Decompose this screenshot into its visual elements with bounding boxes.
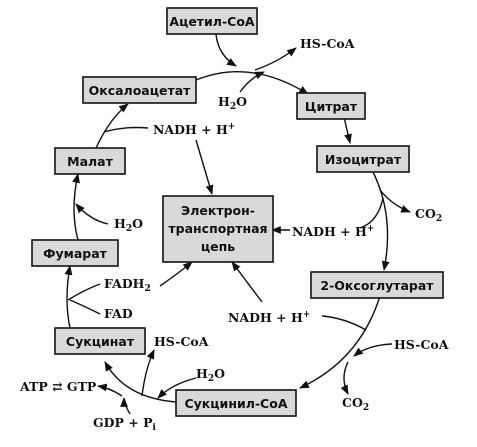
co2-right-label: CO2 — [415, 206, 442, 224]
box-malate: Малат — [54, 147, 126, 175]
arrow-h2o-bottom-in — [157, 377, 197, 399]
h2o-left-label: H2O — [114, 216, 143, 234]
arrow-succinate-to-fumarate — [64, 265, 73, 329]
arrow-nadh-top-to-etc — [195, 139, 214, 195]
etc-label-line2: транспортная — [168, 221, 267, 236]
citrate-label: Цитрат — [305, 99, 358, 114]
box-succinyl-coa: Сукцинил-CoA — [175, 389, 297, 417]
oxaloacetate-label: Оксалоацетат — [89, 83, 192, 98]
etc-label-line3: цепь — [201, 239, 235, 254]
arrow-fadh2-branch — [67, 283, 101, 301]
arrow-h2o-left-in — [75, 203, 109, 225]
h2o-top-label: H2O — [218, 94, 247, 112]
arrow-acetylcoa-to-cycle — [215, 33, 237, 67]
succinyl-coa-label: Сукцинил-CoA — [184, 396, 287, 411]
arrow-hs-coa-mid-release — [141, 349, 155, 397]
arrow-fumarate-to-malate — [72, 173, 80, 241]
arrow-h2o-top-in — [239, 71, 265, 93]
atp-gtp-label: ATP ⇄ GTP — [19, 379, 97, 394]
arrow-co2-bottom-release — [340, 361, 349, 395]
box-oxoglutarate: 2-Оксоглутарат — [310, 271, 444, 299]
arrow-malate-to-oxaloacetate — [95, 103, 129, 149]
co2-bottom-label: CO2 — [342, 395, 369, 413]
arrow-hs-coa-release — [254, 47, 297, 71]
arrow-citrate-to-isocitrate — [343, 116, 352, 144]
etc-label-line1: Электрон- — [181, 203, 255, 218]
arrow-isocitrate-to-oxoglutarate — [371, 169, 390, 271]
box-electron-transport-chain: Электрон- транспортная цепь — [162, 195, 274, 263]
box-fumarate: Фумарат — [31, 239, 119, 267]
box-oxaloacetate: Оксалоацетат — [82, 76, 197, 104]
oxoglutarate-label: 2-Оксоглутарат — [320, 278, 434, 293]
fad-label: FAD — [104, 306, 133, 321]
box-acetyl-coa: Ацетил-CoA — [166, 7, 258, 35]
cycle-arrows — [64, 33, 411, 415]
malate-label: Малат — [67, 154, 113, 169]
box-succinate: Сукцинат — [54, 327, 146, 355]
arrow-oxoglutarate-to-succinylcoa — [299, 295, 381, 389]
nadh-low-label: NADH + H+ — [228, 310, 310, 325]
arrow-fadh2-to-etc — [159, 261, 193, 287]
arrow-hs-coa-right-in — [353, 343, 393, 357]
hs-coa-top-label: HS-CoA — [300, 36, 355, 51]
arrow-gdp-pi-in — [120, 397, 131, 415]
hs-coa-mid-label: HS-CoA — [154, 334, 209, 349]
box-isocitrate: Изоцитрат — [316, 145, 410, 173]
arrow-fad-in — [69, 299, 101, 315]
fumarate-label: Фумарат — [43, 246, 108, 261]
box-citrate: Цитрат — [296, 92, 366, 120]
h2o-bottom-label: H2O — [196, 366, 225, 384]
acetyl-coa-label: Ацетил-CoA — [169, 14, 255, 29]
arrow-to-atp-gtp — [97, 383, 123, 397]
gdp-pi-label: GDP + Pi — [93, 415, 157, 433]
fadh2-label: FADH2 — [104, 276, 151, 294]
arrow-nadh-low-branch — [321, 315, 367, 331]
etc-arrows — [159, 139, 290, 303]
hs-coa-right-label: HS-CoA — [394, 337, 449, 352]
arrow-nadh-low-to-etc — [231, 261, 263, 303]
arrow-nadh-mid-branch — [359, 197, 384, 229]
nadh-top-label: NADH + H+ — [153, 122, 235, 137]
arrow-nadh-top-branch — [103, 126, 149, 133]
succinate-label: Сукцинат — [66, 334, 135, 349]
arrow-oxaloacetate-to-citrate — [195, 71, 309, 95]
arrow-co2-right-release — [379, 189, 411, 213]
nadh-mid-label: NADH + H+ — [292, 224, 374, 239]
arrow-succinylcoa-to-succinate — [104, 361, 177, 403]
isocitrate-label: Изоцитрат — [325, 152, 402, 167]
